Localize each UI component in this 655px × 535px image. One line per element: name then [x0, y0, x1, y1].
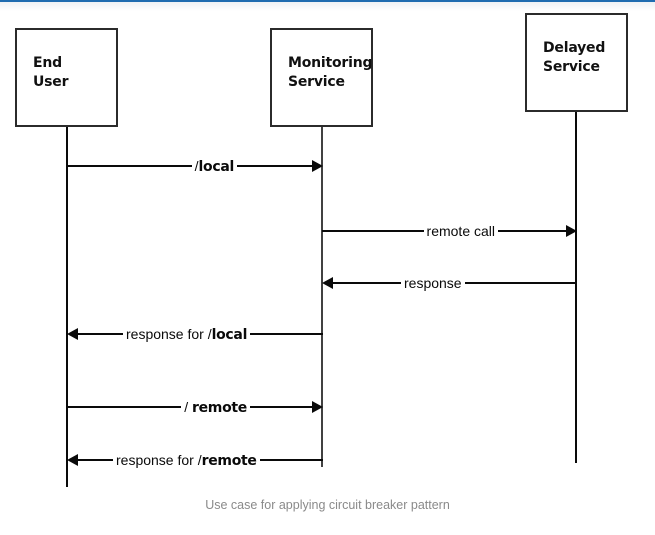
participant-label-delayed-service: Delayed Service: [543, 40, 606, 75]
message-label-remote-call: remote call: [424, 224, 498, 239]
message-label-prefix: response for /: [126, 325, 212, 342]
message-label-prefix: /: [184, 398, 192, 415]
message-line: [322, 230, 424, 232]
message-remote-call[interactable]: remote call: [322, 221, 577, 241]
message-label-local-response: response for /local: [123, 327, 250, 342]
message-local-request[interactable]: /local: [67, 156, 323, 176]
message-label-prefix: response for /: [116, 451, 202, 468]
lifeline-end-user: [66, 127, 68, 487]
message-label-emphasis: local: [198, 158, 235, 175]
arrowhead-right-icon: [312, 401, 323, 413]
participant-label-end-user: End User: [33, 55, 69, 90]
participant-box-delayed-service[interactable]: Delayed Service: [525, 13, 628, 112]
message-remote-request-response[interactable]: response for /remote: [67, 450, 323, 470]
message-line: [464, 282, 577, 284]
message-label-local-request: /local: [192, 159, 237, 174]
message-line: [78, 333, 123, 335]
message-label-remote-request: / remote: [181, 400, 250, 415]
arrowhead-left-icon: [67, 328, 78, 340]
message-label-remote-response: response: [401, 276, 465, 291]
participant-box-end-user[interactable]: End User: [15, 28, 118, 127]
message-remote-request[interactable]: / remote: [67, 397, 323, 417]
message-label-prefix: /: [194, 157, 199, 174]
message-line: [67, 165, 192, 167]
message-line: [237, 165, 312, 167]
message-label-emphasis: local: [211, 326, 248, 343]
message-local-response[interactable]: response for /local: [67, 324, 323, 344]
message-line: [250, 333, 323, 335]
lifeline-monitoring-service: [321, 127, 323, 467]
participant-box-monitoring-service[interactable]: Monitoring Service: [270, 28, 373, 127]
message-line: [67, 406, 182, 408]
message-label-prefix: remote call: [426, 222, 495, 239]
message-line: [259, 459, 323, 461]
arrowhead-left-icon: [67, 454, 78, 466]
diagram-caption: Use case for applying circuit breaker pa…: [205, 498, 450, 512]
top-gradient-strip: [0, 2, 655, 11]
message-label-emphasis: remote: [192, 399, 247, 416]
arrowhead-right-icon: [566, 225, 577, 237]
participant-label-monitoring-service: Monitoring Service: [288, 55, 373, 90]
message-line: [333, 282, 401, 284]
message-label-remote-request-response: response for /remote: [113, 453, 260, 468]
arrowhead-right-icon: [312, 160, 323, 172]
message-label-prefix: response: [404, 274, 462, 291]
message-remote-response[interactable]: response: [322, 273, 577, 293]
message-line: [78, 459, 113, 461]
message-line: [250, 406, 312, 408]
message-line: [498, 230, 566, 232]
message-label-emphasis: remote: [201, 452, 257, 469]
top-accent-rule: [0, 0, 655, 2]
lifeline-delayed-service: [575, 112, 577, 463]
arrowhead-left-icon: [322, 277, 333, 289]
